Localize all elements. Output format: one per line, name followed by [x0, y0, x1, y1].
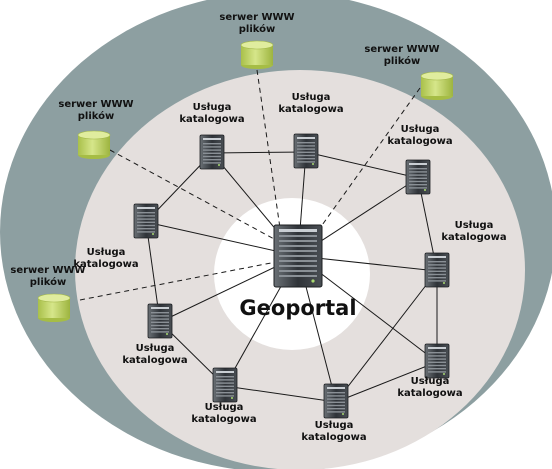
database-cylinder-icon: [420, 71, 454, 100]
file-server-label: serwer WWW: [364, 44, 439, 55]
catalog-link: [224, 385, 337, 403]
geoportal-node: Geoportal: [239, 224, 357, 320]
catalog-service-label: katalogowa: [441, 232, 506, 243]
server-icon: [405, 159, 431, 195]
file-server-label: serwer WWW: [10, 265, 85, 276]
file-server-label: serwer WWW: [219, 12, 294, 23]
catalog-service-label: katalogowa: [278, 104, 343, 115]
file-server-links: [79, 69, 421, 301]
server-icon: [212, 367, 238, 403]
server-icon: [424, 343, 450, 379]
server-icon: [147, 303, 173, 339]
file-server-label: plików: [30, 276, 67, 288]
file-server-label: plików: [384, 55, 421, 67]
geoportal-label: Geoportal: [239, 296, 356, 320]
database-cylinder-icon: [77, 130, 111, 159]
catalog-service-label: Usługa: [87, 247, 126, 258]
file-server-label: serwer WWW: [58, 99, 133, 110]
catalog-link: [211, 151, 307, 154]
server-icon: [424, 252, 450, 288]
file-server-label: plików: [78, 110, 115, 122]
server-icon: [273, 224, 323, 288]
catalog-service-label: katalogowa: [397, 388, 462, 399]
file-server-link: [109, 149, 277, 241]
catalog-service-label: Usługa: [193, 102, 232, 113]
catalog-service-label: katalogowa: [73, 259, 138, 270]
catalog-service-label: Usługa: [411, 376, 450, 387]
catalog-service-label: Usługa: [401, 124, 440, 135]
server-icon: [293, 133, 319, 169]
catalog-service-label: katalogowa: [387, 136, 452, 147]
file-server-label: plików: [239, 23, 276, 35]
catalog-service-label: katalogowa: [191, 414, 256, 425]
catalog-nodes: UsługakatalogowaUsługakatalogowaUsługaka…: [73, 92, 506, 443]
database-cylinder-icon: [240, 40, 274, 69]
catalog-service-label: Usługa: [292, 92, 331, 103]
catalog-link: [335, 361, 438, 403]
file-server-link: [79, 261, 277, 301]
catalog-link: [335, 270, 438, 403]
geoportal-link: [145, 221, 299, 257]
catalog-service-label: Usługa: [136, 343, 175, 354]
catalog-service-label: katalogowa: [179, 114, 244, 125]
server-icon: [199, 134, 225, 170]
catalog-service-label: Usługa: [315, 420, 354, 431]
catalog-service-label: Usługa: [205, 402, 244, 413]
catalog-link: [305, 151, 419, 179]
catalog-service-label: Usługa: [455, 220, 494, 231]
server-icon: [323, 383, 349, 419]
server-icon: [133, 203, 159, 239]
database-cylinder-icon: [37, 293, 71, 322]
file-server-link: [319, 87, 421, 229]
catalog-service-label: katalogowa: [122, 355, 187, 366]
catalog-service-label: katalogowa: [301, 432, 366, 443]
